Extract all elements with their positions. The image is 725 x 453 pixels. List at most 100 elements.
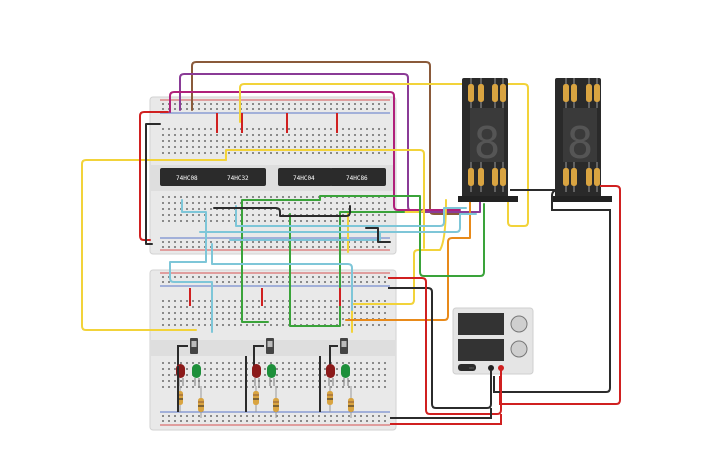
breadboard-hole[interactable]	[270, 241, 272, 243]
breadboard-hole[interactable]	[210, 380, 212, 382]
breadboard-hole[interactable]	[216, 281, 218, 283]
breadboard-hole[interactable]	[330, 300, 332, 302]
display-resistor[interactable]	[478, 168, 484, 186]
breadboard-hole[interactable]	[270, 214, 272, 216]
breadboard-hole[interactable]	[162, 140, 164, 142]
breadboard-hole[interactable]	[336, 306, 338, 308]
breadboard-hole[interactable]	[354, 108, 356, 110]
breadboard-hole[interactable]	[186, 276, 188, 278]
breadboard-hole[interactable]	[222, 380, 224, 382]
breadboard-hole[interactable]	[192, 300, 194, 302]
breadboard-hole[interactable]	[288, 134, 290, 136]
breadboard-hole[interactable]	[324, 276, 326, 278]
breadboard-hole[interactable]	[366, 140, 368, 142]
breadboard-hole[interactable]	[228, 362, 230, 364]
breadboard-hole[interactable]	[324, 128, 326, 130]
breadboard-hole[interactable]	[168, 214, 170, 216]
breadboard-hole[interactable]	[294, 202, 296, 204]
breadboard-hole[interactable]	[204, 140, 206, 142]
breadboard-hole[interactable]	[288, 374, 290, 376]
breadboard-hole[interactable]	[162, 368, 164, 370]
breadboard-hole[interactable]	[336, 241, 338, 243]
breadboard-hole[interactable]	[354, 128, 356, 130]
breadboard-hole[interactable]	[318, 152, 320, 154]
breadboard-hole[interactable]	[264, 386, 266, 388]
breadboard-hole[interactable]	[318, 312, 320, 314]
breadboard-hole[interactable]	[264, 140, 266, 142]
breadboard-hole[interactable]	[282, 220, 284, 222]
breadboard-hole[interactable]	[198, 420, 200, 422]
breadboard-hole[interactable]	[180, 140, 182, 142]
breadboard-hole[interactable]	[330, 202, 332, 204]
breadboard-hole[interactable]	[294, 374, 296, 376]
breadboard-hole[interactable]	[180, 246, 182, 248]
breadboard-hole[interactable]	[174, 246, 176, 248]
breadboard-hole[interactable]	[312, 140, 314, 142]
breadboard-hole[interactable]	[294, 128, 296, 130]
breadboard-hole[interactable]	[318, 128, 320, 130]
breadboard-hole[interactable]	[342, 324, 344, 326]
breadboard-hole[interactable]	[234, 306, 236, 308]
breadboard-hole[interactable]	[264, 380, 266, 382]
breadboard-hole[interactable]	[288, 362, 290, 364]
breadboard-hole[interactable]	[162, 380, 164, 382]
breadboard-hole[interactable]	[360, 134, 362, 136]
breadboard-hole[interactable]	[336, 103, 338, 105]
breadboard-hole[interactable]	[186, 208, 188, 210]
breadboard-hole[interactable]	[222, 103, 224, 105]
breadboard-hole[interactable]	[210, 202, 212, 204]
breadboard-hole[interactable]	[360, 103, 362, 105]
breadboard-hole[interactable]	[198, 214, 200, 216]
wire-black-1[interactable]	[213, 205, 351, 217]
breadboard-hole[interactable]	[366, 368, 368, 370]
breadboard-hole[interactable]	[288, 380, 290, 382]
breadboard-hole[interactable]	[354, 420, 356, 422]
breadboard-hole[interactable]	[378, 386, 380, 388]
breadboard-hole[interactable]	[234, 380, 236, 382]
breadboard-hole[interactable]	[240, 415, 242, 417]
breadboard-hole[interactable]	[276, 312, 278, 314]
breadboard-hole[interactable]	[366, 214, 368, 216]
breadboard-hole[interactable]	[348, 108, 350, 110]
breadboard-hole[interactable]	[192, 420, 194, 422]
psu-voltage-knob[interactable]	[510, 315, 528, 333]
breadboard-hole[interactable]	[372, 324, 374, 326]
breadboard-hole[interactable]	[234, 276, 236, 278]
breadboard-hole[interactable]	[384, 134, 386, 136]
breadboard-hole[interactable]	[324, 420, 326, 422]
breadboard-hole[interactable]	[354, 241, 356, 243]
breadboard-hole[interactable]	[294, 420, 296, 422]
breadboard-hole[interactable]	[270, 386, 272, 388]
breadboard-hole[interactable]	[378, 134, 380, 136]
breadboard-hole[interactable]	[336, 374, 338, 376]
breadboard-hole[interactable]	[384, 386, 386, 388]
breadboard-hole[interactable]	[378, 306, 380, 308]
breadboard-hole[interactable]	[372, 374, 374, 376]
breadboard-hole[interactable]	[186, 420, 188, 422]
breadboard-hole[interactable]	[270, 362, 272, 364]
breadboard-hole[interactable]	[180, 324, 182, 326]
breadboard-hole[interactable]	[270, 103, 272, 105]
breadboard-hole[interactable]	[222, 128, 224, 130]
breadboard-hole[interactable]	[234, 246, 236, 248]
breadboard-hole[interactable]	[348, 202, 350, 204]
breadboard-hole[interactable]	[198, 312, 200, 314]
breadboard-hole[interactable]	[330, 420, 332, 422]
breadboard-hole[interactable]	[174, 380, 176, 382]
wire-green-2[interactable]	[241, 229, 269, 323]
breadboard-hole[interactable]	[312, 415, 314, 417]
breadboard-hole[interactable]	[216, 312, 218, 314]
breadboard-hole[interactable]	[288, 128, 290, 130]
breadboard-hole[interactable]	[204, 312, 206, 314]
breadboard-hole[interactable]	[264, 103, 266, 105]
breadboard-hole[interactable]	[162, 281, 164, 283]
breadboard-hole[interactable]	[252, 281, 254, 283]
breadboard-hole[interactable]	[384, 202, 386, 204]
breadboard-hole[interactable]	[324, 362, 326, 364]
breadboard-hole[interactable]	[258, 214, 260, 216]
psu-current-knob[interactable]	[510, 340, 528, 358]
breadboard-hole[interactable]	[294, 276, 296, 278]
breadboard-hole[interactable]	[276, 318, 278, 320]
breadboard-hole[interactable]	[252, 386, 254, 388]
breadboard-hole[interactable]	[330, 312, 332, 314]
